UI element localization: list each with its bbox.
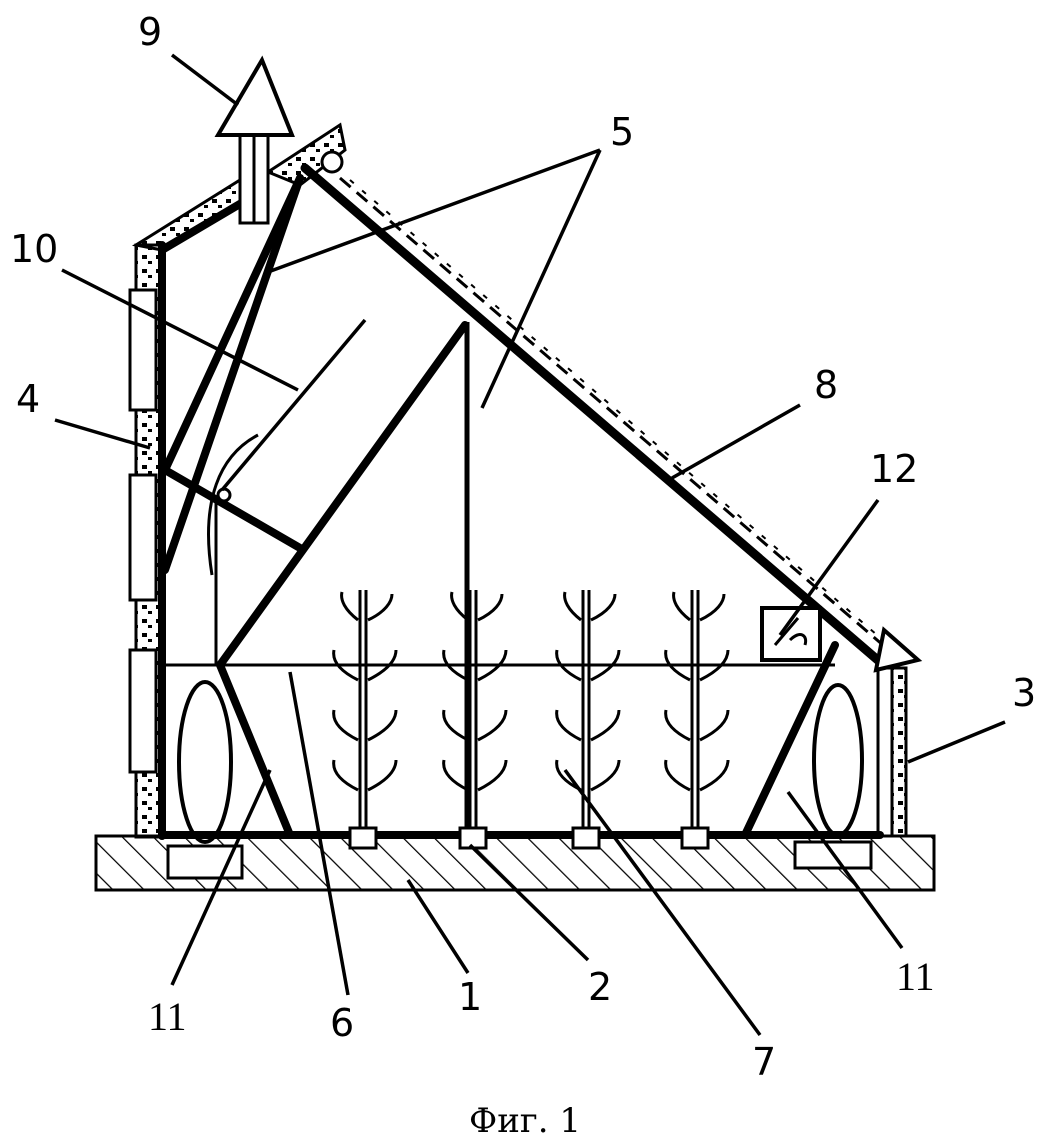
right-wall	[873, 626, 923, 838]
ridge-vent-housing	[264, 122, 347, 187]
label-5: 5	[610, 110, 634, 154]
plants	[332, 590, 730, 850]
label-3: 3	[1012, 671, 1036, 715]
label-8: 8	[814, 363, 838, 407]
plant-2	[442, 590, 508, 850]
label-9: 9	[138, 10, 162, 54]
left-wall	[128, 241, 166, 840]
truss-frame	[161, 174, 470, 835]
water-tank-left	[177, 680, 233, 844]
right-support	[741, 641, 839, 839]
label-12: 12	[870, 447, 918, 491]
label-4: 4	[16, 377, 40, 421]
label-7: 7	[752, 1040, 776, 1084]
label-10: 10	[10, 227, 58, 271]
cultivation-bed	[165, 661, 835, 839]
roof-glazing	[300, 163, 907, 667]
reflector	[207, 433, 259, 665]
fan-unit	[760, 606, 822, 662]
plant-3	[555, 590, 621, 850]
exhaust-vent	[214, 55, 295, 225]
leader-lines	[54, 53, 1006, 1037]
label-6: 6	[330, 1001, 354, 1045]
label-1: 1	[458, 975, 482, 1019]
callout-labels: 9 5 10 4 8 12 3 11 6 1 2 7 11	[10, 10, 1036, 1084]
label-11-left: 11	[148, 994, 187, 1039]
label-2: 2	[588, 965, 612, 1009]
figure-caption: Фиг. 1	[469, 1101, 581, 1141]
foundation	[94, 834, 936, 892]
water-tank-right	[812, 683, 864, 837]
label-11-right: 11	[896, 954, 935, 999]
plant-1	[332, 590, 398, 850]
plant-4	[664, 590, 730, 850]
upper-left-roof	[131, 177, 254, 254]
